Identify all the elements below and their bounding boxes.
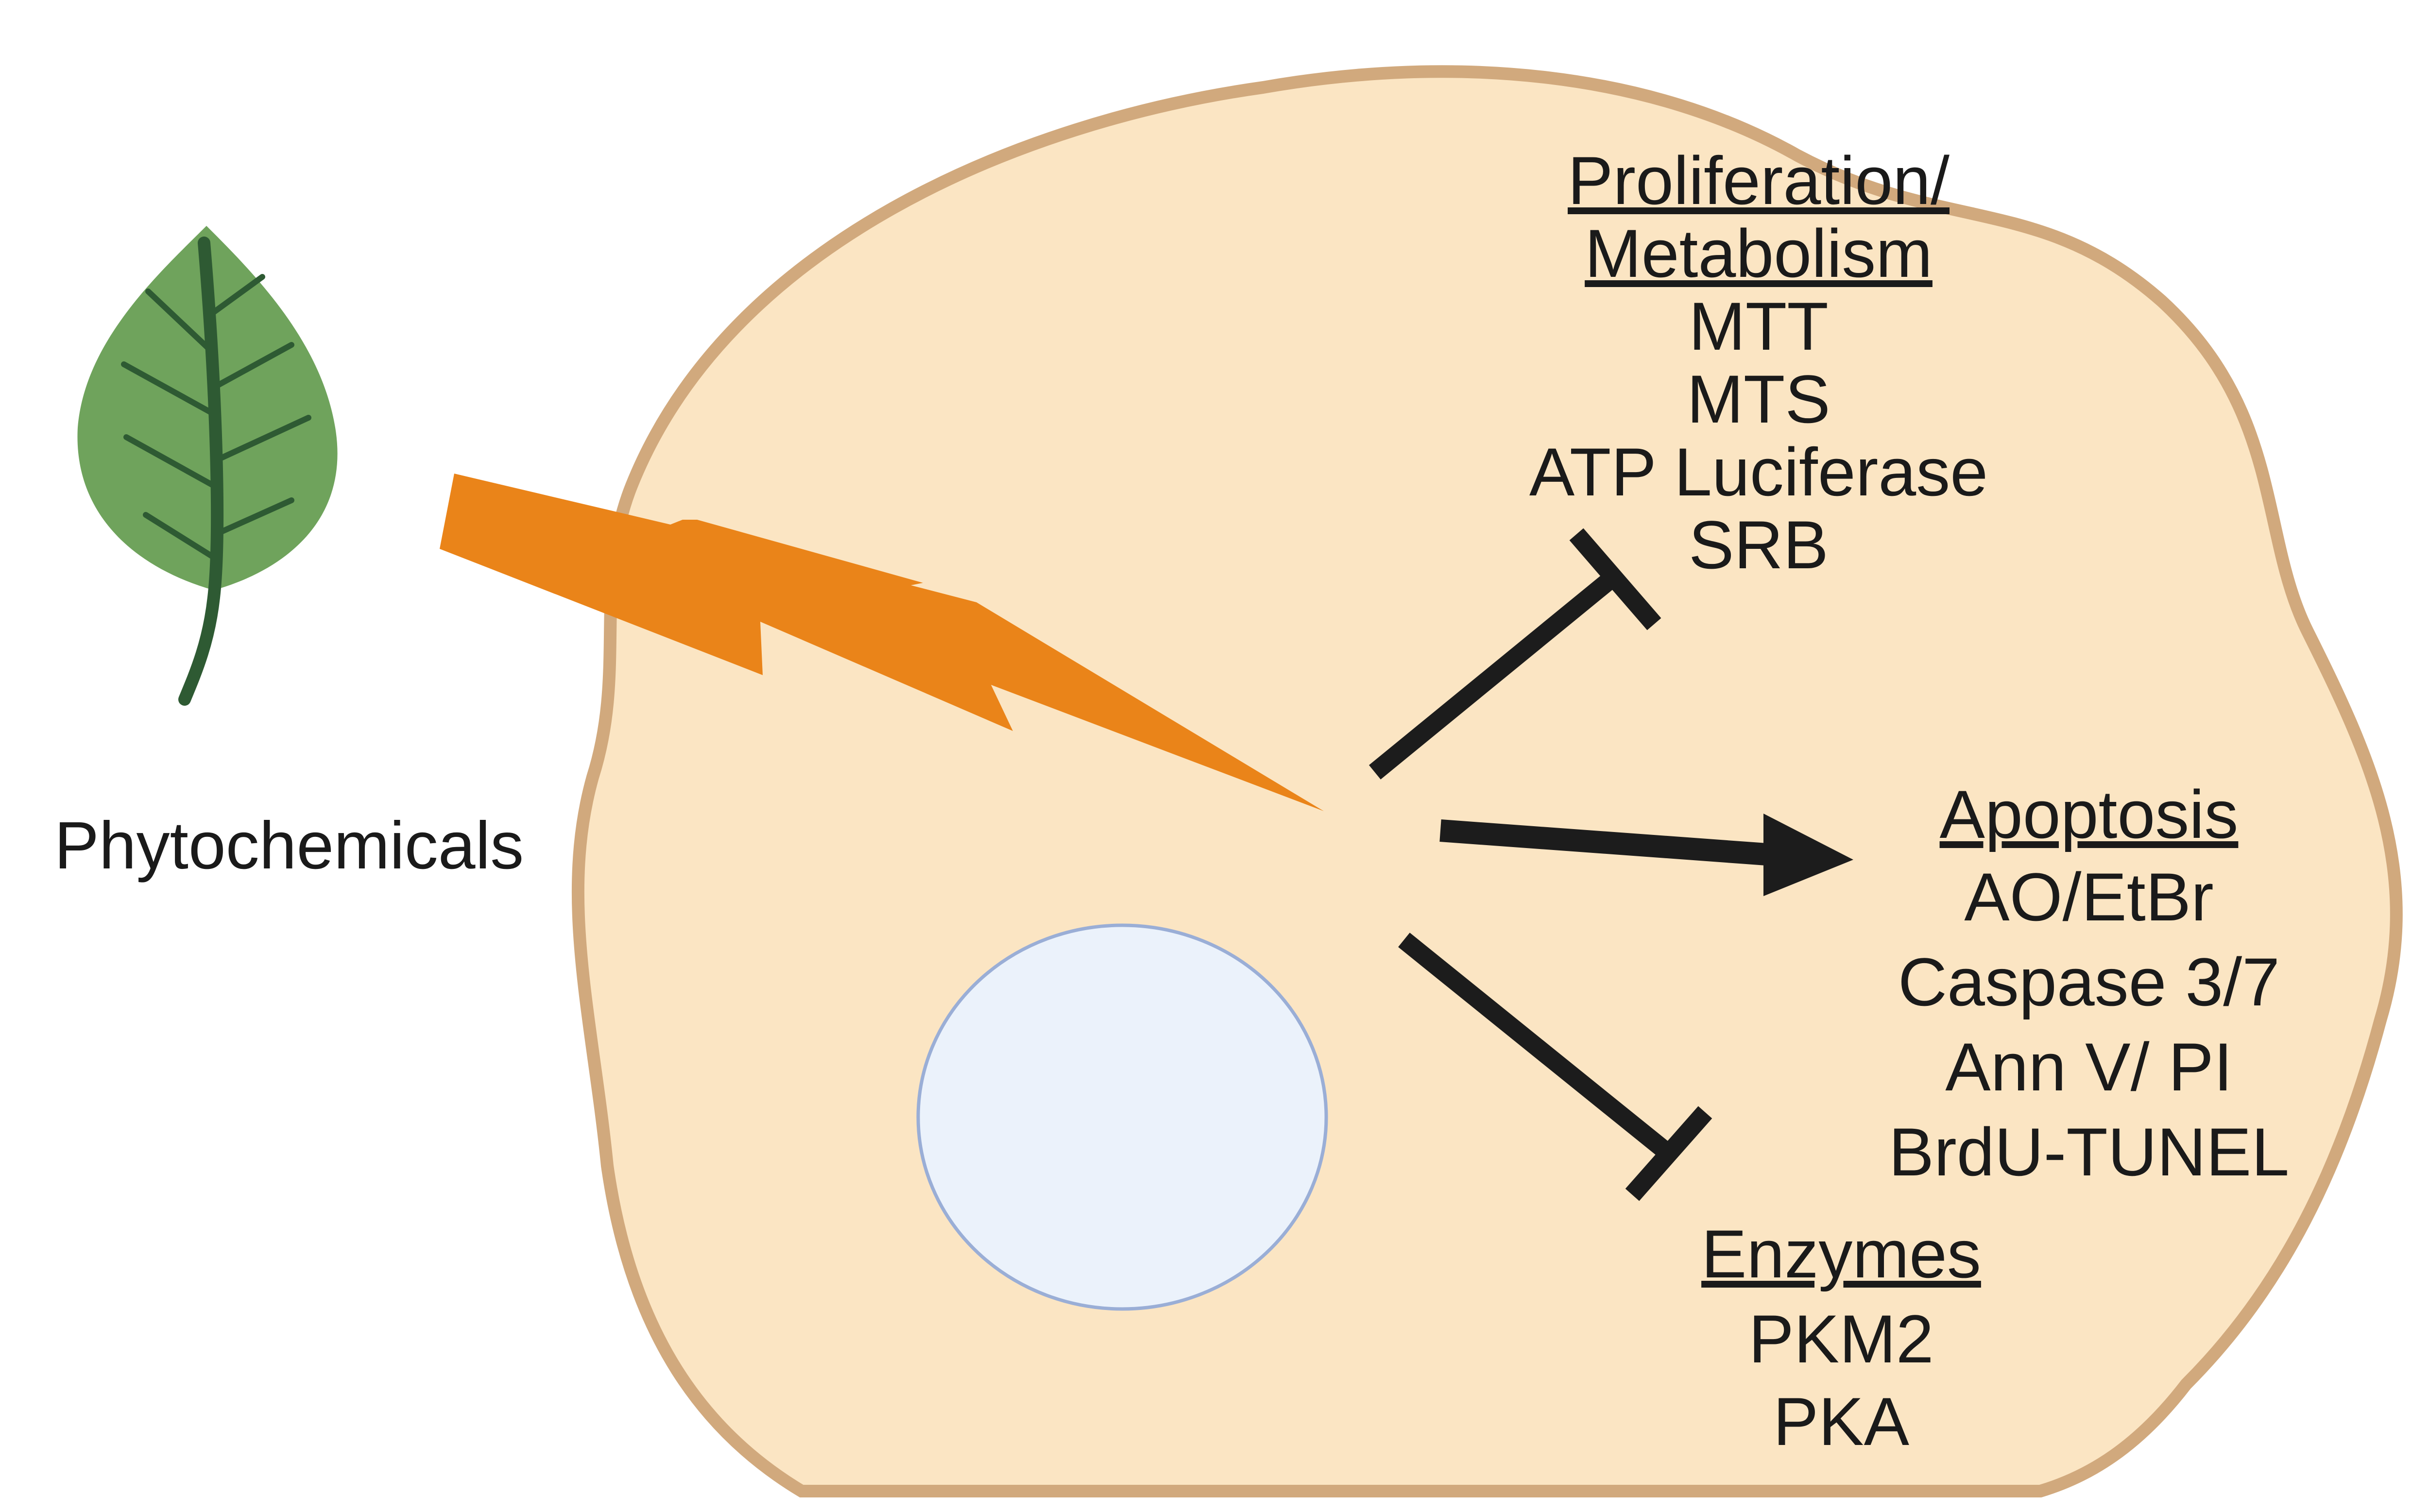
inhibit-proliferation-connector: [1368, 528, 1661, 780]
phytochemicals-label: Phytochemicals: [54, 808, 524, 883]
proliferation-heading-line-2: Metabolism: [1585, 215, 1933, 291]
inhibit-enzymes-connector: [1398, 933, 1712, 1201]
enzymes-group: Enzymes PKM2 PKA: [1701, 1216, 1981, 1460]
lightning-bolt-icon: [440, 474, 1324, 811]
activate-apoptosis-arrow: [1439, 814, 1853, 896]
proliferation-heading-line-1: Proliferation/: [1568, 142, 1950, 219]
apoptosis-item: AO/EtBr: [1964, 859, 2213, 935]
apoptosis-heading: Apoptosis: [1940, 776, 2239, 852]
apoptosis-item: BrdU-TUNEL: [1889, 1114, 2290, 1190]
apoptosis-item: Ann V/ PI: [1945, 1029, 2232, 1105]
nucleus: [916, 923, 1328, 1311]
apoptosis-item: Caspase 3/7: [1898, 944, 2280, 1020]
proliferation-item: ATP Luciferase: [1529, 434, 1988, 510]
apoptosis-group: Apoptosis AO/EtBr Caspase 3/7 Ann V/ PI …: [1889, 776, 2290, 1190]
enzymes-item: PKA: [1773, 1383, 1910, 1460]
enzymes-item: PKM2: [1748, 1301, 1933, 1377]
leaf-icon: [77, 226, 338, 706]
proliferation-item: MTT: [1689, 288, 1829, 364]
proliferation-item: SRB: [1689, 507, 1829, 583]
enzymes-heading: Enzymes: [1701, 1216, 1981, 1292]
proliferation-item: MTS: [1687, 361, 1830, 437]
proliferation-group: Proliferation/ Metabolism MTT MTS ATP Lu…: [1529, 142, 1988, 583]
